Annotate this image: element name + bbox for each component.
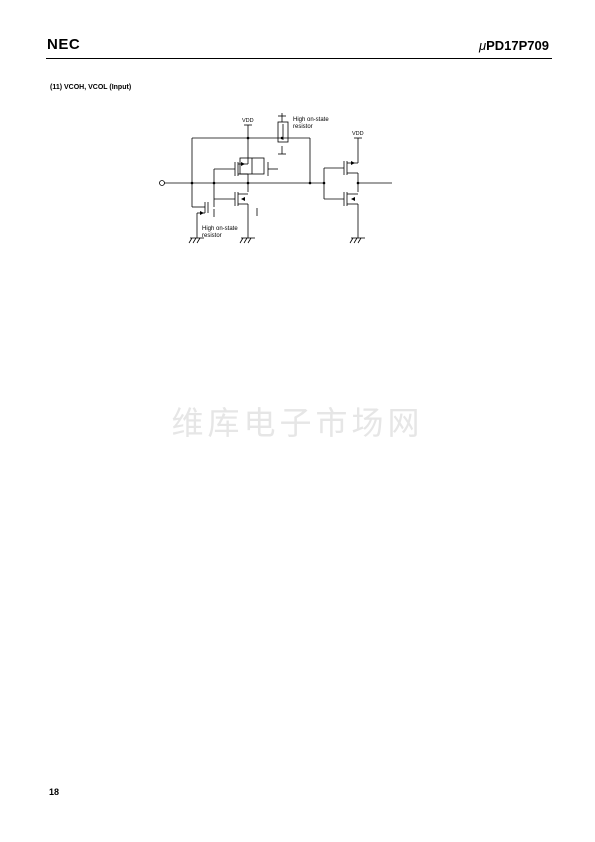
input-terminal	[159, 180, 165, 186]
part-number-text: PD17P709	[486, 38, 549, 53]
vdd-label-buffer: VDD	[352, 131, 364, 137]
resistor-top-label-line1: High on-state	[293, 117, 329, 123]
nec-logo: NEC	[47, 36, 81, 53]
part-number: μPD17P709	[479, 38, 549, 53]
resistor-top	[277, 121, 289, 143]
resistor-bottom-label-line2: resistor	[202, 233, 222, 239]
page-number: 18	[49, 787, 60, 797]
resistor-top-label-line2: resistor	[293, 124, 313, 130]
input-circuit-diagram: VDD VDD High on-state resistor High on-s…	[159, 113, 392, 244]
watermark: 维库电子市场网	[171, 404, 424, 442]
section-title: (11) VCOH, VCOL (Input)	[50, 84, 132, 91]
resistor-bottom-label-line1: High on-state	[202, 226, 238, 232]
header-rule	[46, 58, 552, 59]
vdd-label-main: VDD	[242, 118, 254, 124]
part-prefix: μ	[478, 38, 487, 53]
